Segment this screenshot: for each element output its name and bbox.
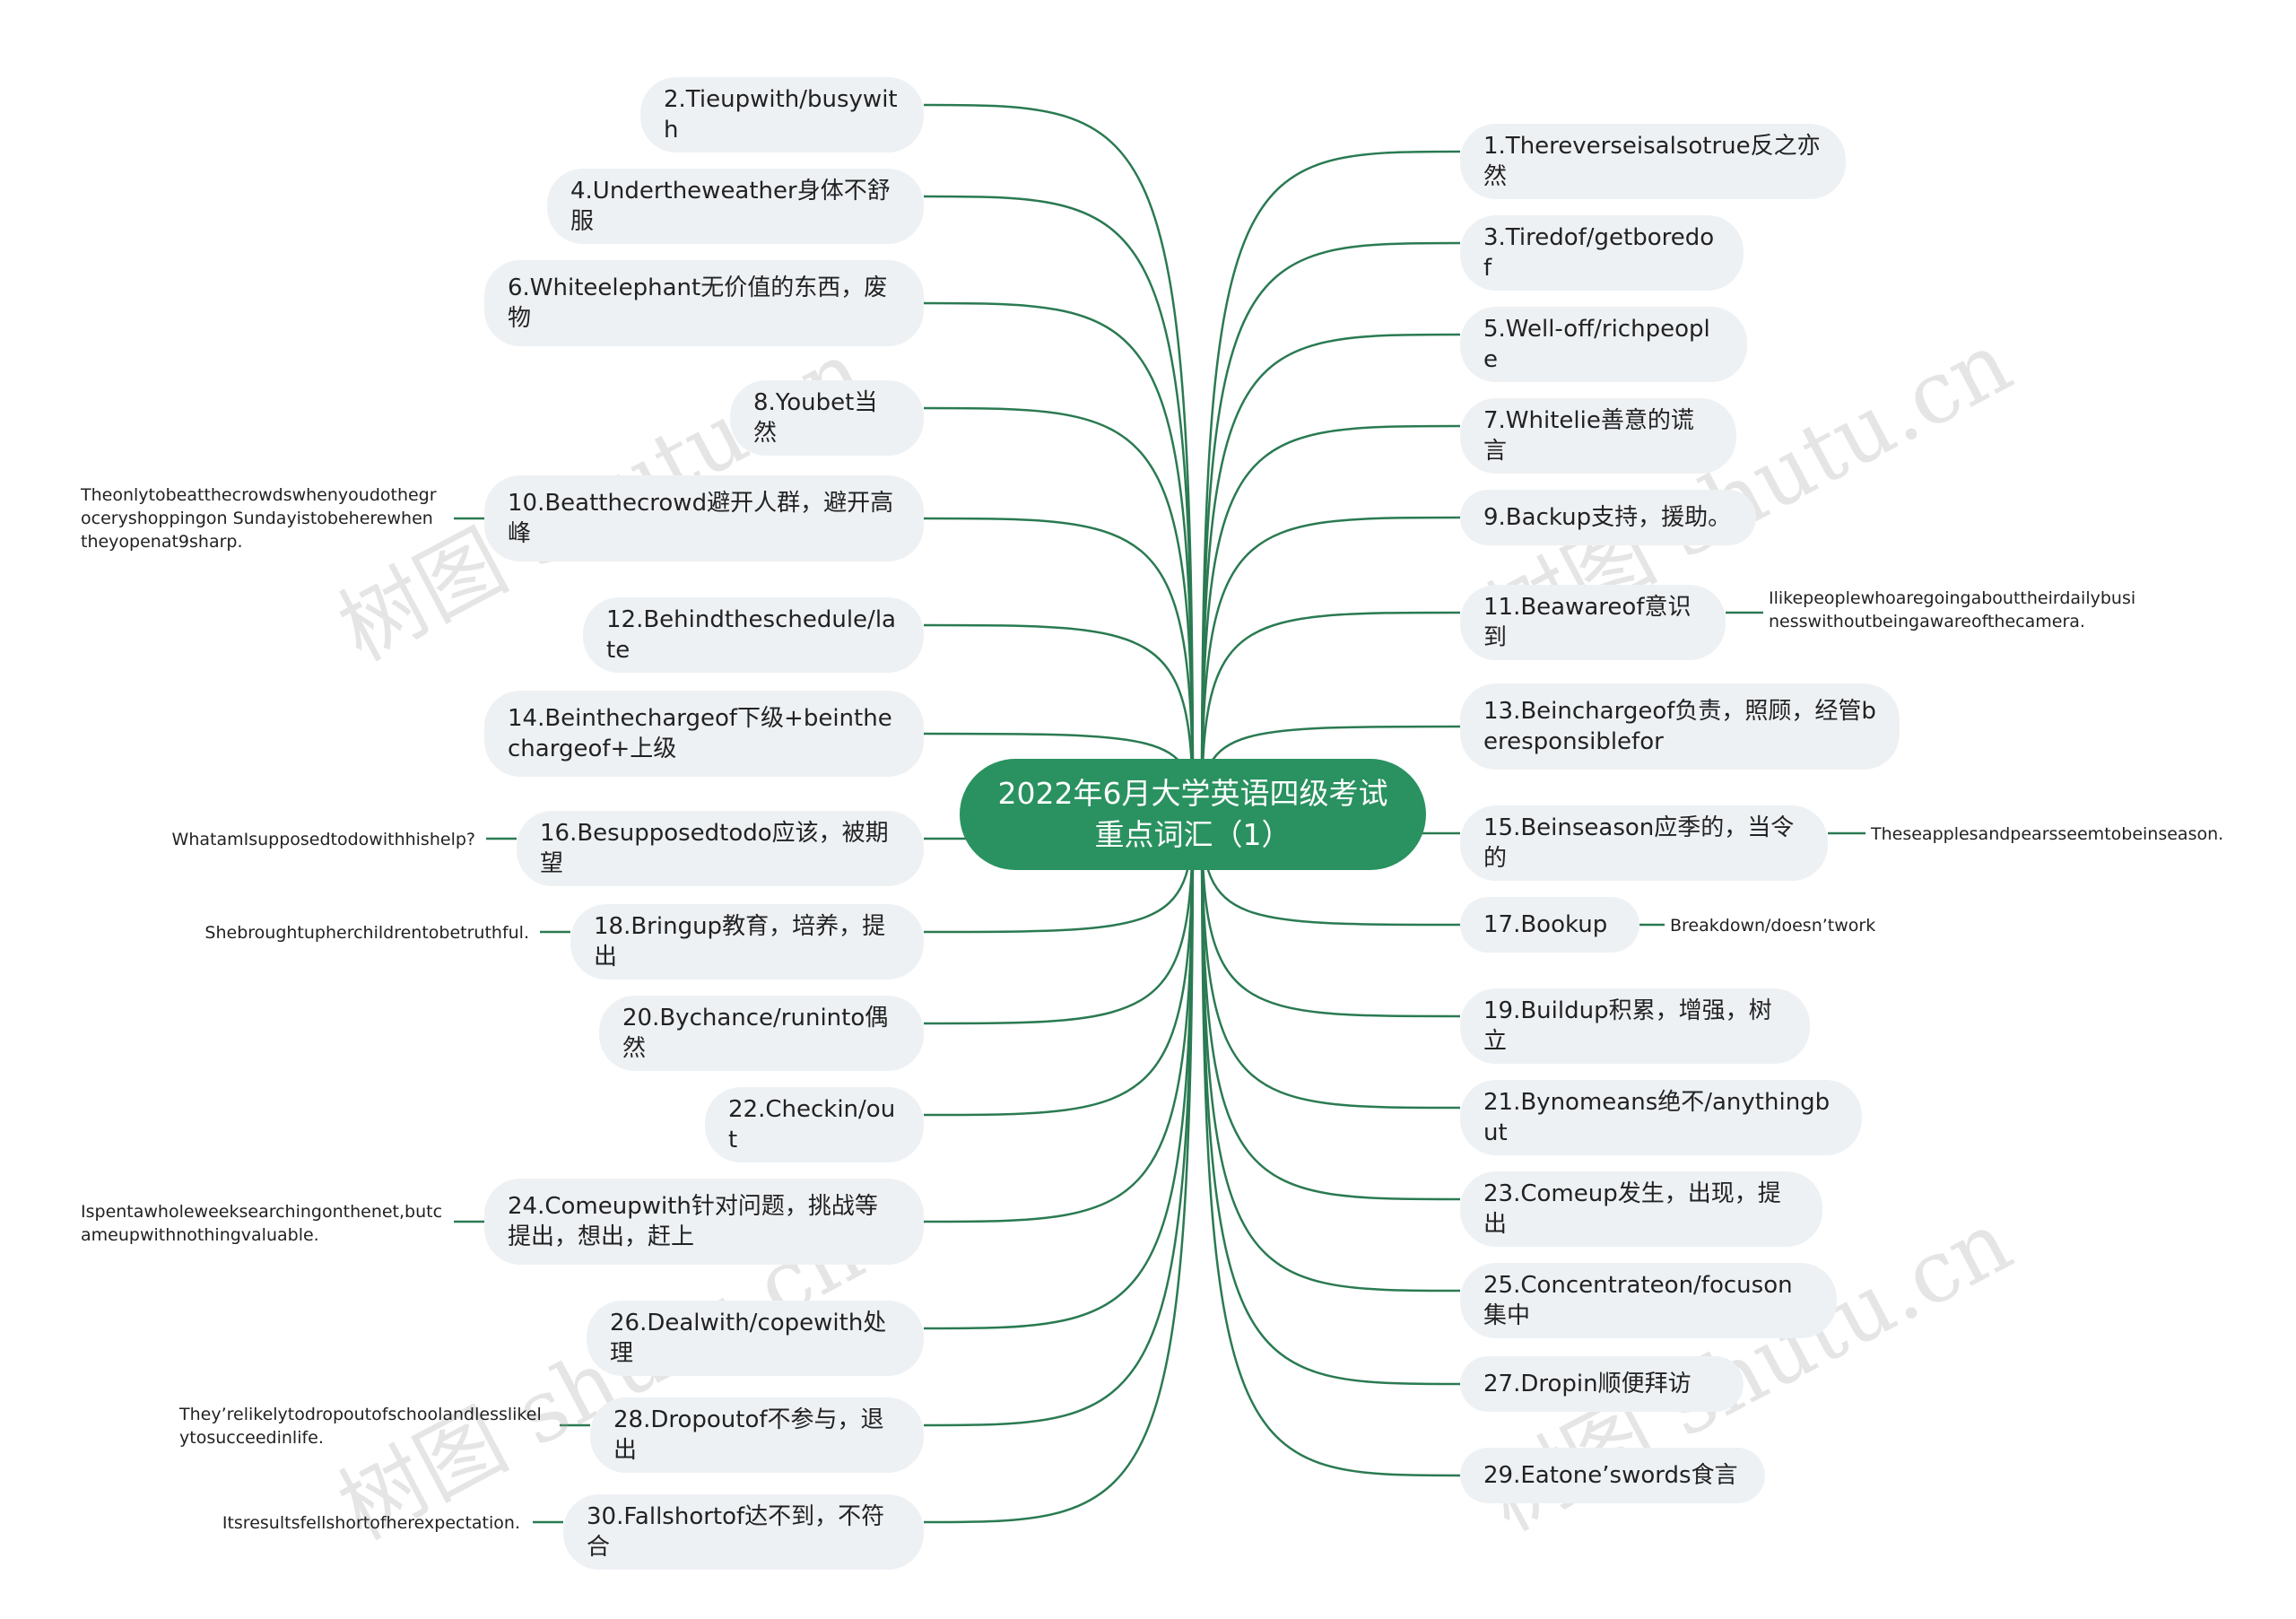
connector-line xyxy=(923,623,1195,814)
left-topic-node[interactable]: 18.Bringup教育，培养，提出 xyxy=(570,904,924,979)
left-example-note: Theonlytobeatthecrowdswhenyoudothegrocer… xyxy=(81,485,437,552)
right-topic-node[interactable]: 15.Beinseason应季的，当令的 xyxy=(1460,805,1828,881)
right-topic-node[interactable]: 1.Thereverseisalsotrue反之亦然 xyxy=(1460,124,1846,199)
connector-line xyxy=(1200,812,1461,1201)
connector-line xyxy=(923,103,1195,814)
connector-line xyxy=(1200,150,1461,814)
left-example-note: They’relikelytodropoutofschoolandlesslik… xyxy=(179,1405,542,1448)
left-topic-node[interactable]: 22.Checkin/out xyxy=(705,1087,924,1162)
right-topic-node[interactable]: 11.Beawareof意识到 xyxy=(1460,585,1726,660)
right-topic-node[interactable]: 7.Whitelie善意的谎言 xyxy=(1460,398,1736,474)
connector-line xyxy=(1200,812,1461,1018)
connector-line xyxy=(923,812,1195,1524)
right-topic-node[interactable]: 13.Beinchargeof负责，照顾，经管beresponsiblefor xyxy=(1460,683,1900,770)
right-topic-node[interactable]: 29.Eatone’swords食言 xyxy=(1460,1448,1765,1503)
connector-line xyxy=(1200,611,1461,814)
left-topic-node[interactable]: 4.Undertheweather身体不舒服 xyxy=(547,169,924,244)
right-topic-node[interactable]: 17.Bookup xyxy=(1460,897,1639,953)
left-example-note: Itsresultsfellshortofherexpectation. xyxy=(222,1513,520,1533)
right-topic-node[interactable]: 23.Comeup发生，出现，提出 xyxy=(1460,1171,1822,1247)
connector-line xyxy=(1200,333,1461,814)
left-topic-node[interactable]: 24.Comeupwith针对问题，挑战等提出，想出，赶上 xyxy=(484,1179,924,1265)
connector-line xyxy=(1200,812,1461,1386)
connector-line xyxy=(923,812,1195,1025)
connector-line xyxy=(923,812,1195,1117)
connector-line xyxy=(1200,812,1461,1293)
left-topic-node[interactable]: 16.Besupposedtodo应该，被期望 xyxy=(517,811,924,886)
connector-line xyxy=(923,195,1195,814)
right-topic-node[interactable]: 19.Buildup积累，增强，树立 xyxy=(1460,988,1810,1064)
connector-line xyxy=(1200,241,1461,814)
connector-line xyxy=(1200,424,1461,814)
right-topic-node[interactable]: 9.Backup支持，援助。 xyxy=(1460,490,1756,545)
left-topic-node[interactable]: 20.Bychance/runinto偶然 xyxy=(599,996,924,1071)
left-topic-node[interactable]: 12.Behindtheschedule/late xyxy=(583,597,924,673)
left-example-note: WhatamIsupposedtodowithhishelp? xyxy=(171,830,475,849)
left-example-note: Ispentawholeweeksearchingonthenet,butcam… xyxy=(81,1202,443,1245)
left-topic-node[interactable]: 2.Tieupwith/busywith xyxy=(640,77,924,152)
connector-line xyxy=(923,517,1195,814)
left-topic-node[interactable]: 10.Beatthecrowd避开人群，避开高峰 xyxy=(484,475,924,561)
right-topic-node[interactable]: 21.Bynomeans绝不/anythingbut xyxy=(1460,1080,1862,1155)
left-topic-node[interactable]: 30.Fallshortof达不到，不符合 xyxy=(563,1494,924,1570)
right-topic-node[interactable]: 25.Concentrateon/focuson集中 xyxy=(1460,1263,1837,1338)
connector-line xyxy=(923,301,1195,814)
connector-line xyxy=(1200,812,1461,1477)
connector-line xyxy=(923,812,1195,1427)
connector-line xyxy=(923,406,1195,814)
left-topic-node[interactable]: 6.Whiteelephant无价值的东西，废物 xyxy=(484,260,924,346)
left-topic-node[interactable]: 28.Dropoutof不参与，退出 xyxy=(590,1397,924,1473)
right-topic-node[interactable]: 27.Dropin顺便拜访 xyxy=(1460,1356,1744,1412)
center-topic[interactable]: 2022年6月大学英语四级考试重点词汇（1） xyxy=(960,759,1426,870)
left-topic-node[interactable]: 26.Dealwith/copewith处理 xyxy=(587,1301,924,1376)
right-topic-node[interactable]: 5.Well-off/richpeople xyxy=(1460,307,1747,382)
left-topic-node[interactable]: 14.Beinthechargeof下级+beinthechargeof+上级 xyxy=(484,691,924,777)
right-example-note: Theseapplesandpearsseemtobeinseason. xyxy=(1871,824,2224,844)
right-example-note: Ilikepeoplewhoaregoingabouttheirdailybus… xyxy=(1769,588,2136,631)
left-example-note: Shebroughtupherchildrentobetruthful. xyxy=(204,923,529,943)
connector-line xyxy=(1200,516,1461,814)
right-topic-node[interactable]: 3.Tiredof/getboredof xyxy=(1460,215,1744,291)
connector-line xyxy=(1200,812,1461,1110)
connector-line xyxy=(923,812,1195,1223)
right-example-note: Breakdown/doesn’twork xyxy=(1670,916,1876,936)
left-topic-node[interactable]: 8.Youbet当然 xyxy=(730,380,924,456)
